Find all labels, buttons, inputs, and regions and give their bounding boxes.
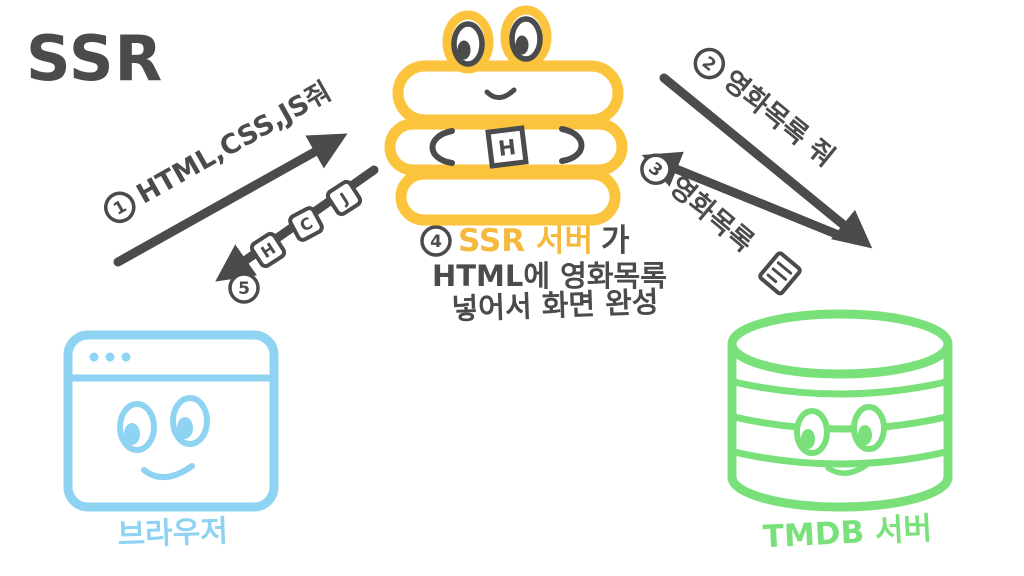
tmdb-right-pupil	[858, 425, 872, 445]
tmdb-right-eye	[851, 404, 887, 452]
step5-number-circle	[228, 272, 260, 304]
browser-left-pupil	[124, 423, 140, 445]
tmdb-label: TMDB 서버	[762, 511, 933, 556]
step5-number: 5	[238, 279, 250, 299]
step4-number: 4	[430, 232, 442, 252]
tmdb-left-eye	[794, 408, 830, 456]
step4-highlight: SSR 서버	[458, 223, 593, 259]
html-badge: H	[485, 125, 529, 169]
tmdb-smile	[825, 461, 871, 476]
file-box-j: J	[325, 179, 363, 217]
server-smile	[484, 87, 517, 100]
step2-text: 영화목록 줘	[717, 65, 840, 173]
arrow-tmdb-to-server	[641, 151, 841, 239]
step4-suffix: 가	[601, 223, 630, 259]
step4-line3: 넣어서 화면 완성	[451, 285, 659, 326]
tmdb-left-pupil	[801, 429, 815, 449]
browser-window-dots-icon	[89, 352, 131, 362]
step1-text: HTML,CSS,JS줘	[132, 76, 337, 210]
browser-smile	[141, 463, 195, 480]
tmdb-ring-2	[730, 413, 950, 433]
file-box-c: C	[288, 206, 324, 242]
arrow-browser-to-server	[113, 133, 348, 267]
tmdb-ring-3	[730, 448, 950, 468]
document-icon	[758, 251, 802, 296]
browser-left-eye	[117, 401, 157, 453]
file-box-h: H	[249, 231, 287, 269]
step3-number-circle	[640, 153, 672, 185]
left-bracket	[429, 128, 455, 166]
step1-number-circle	[104, 191, 136, 224]
arrow-server-to-tmdb	[659, 73, 873, 249]
browser-right-pupil	[177, 417, 193, 439]
step2-label: 2 영화목록 줘	[693, 47, 840, 173]
ssr-server-character: H	[384, 5, 628, 226]
tmdb-ring-1	[730, 378, 950, 398]
tmdb-cylinder-top	[727, 309, 953, 379]
step5-label: J C H 5	[228, 179, 363, 304]
step4-line2: HTML에 영화목록	[432, 259, 667, 293]
step2-number-circle	[693, 47, 726, 80]
tmdb-server-character: TMDB 서버	[727, 309, 953, 556]
page-title: SSR	[26, 22, 163, 95]
browser-label: 브라우저	[117, 514, 229, 553]
step4-number-circle	[420, 225, 452, 257]
server-left-eye	[451, 21, 485, 67]
browser-right-eye	[170, 395, 210, 447]
server-right-eye	[509, 16, 543, 62]
html-badge-letter: H	[497, 135, 517, 161]
server-bottom-band	[395, 168, 621, 226]
browser-character: 브라우저	[63, 330, 279, 553]
server-left-pupil	[457, 40, 471, 60]
right-bracket	[559, 126, 585, 164]
server-right-pupil	[515, 35, 529, 55]
